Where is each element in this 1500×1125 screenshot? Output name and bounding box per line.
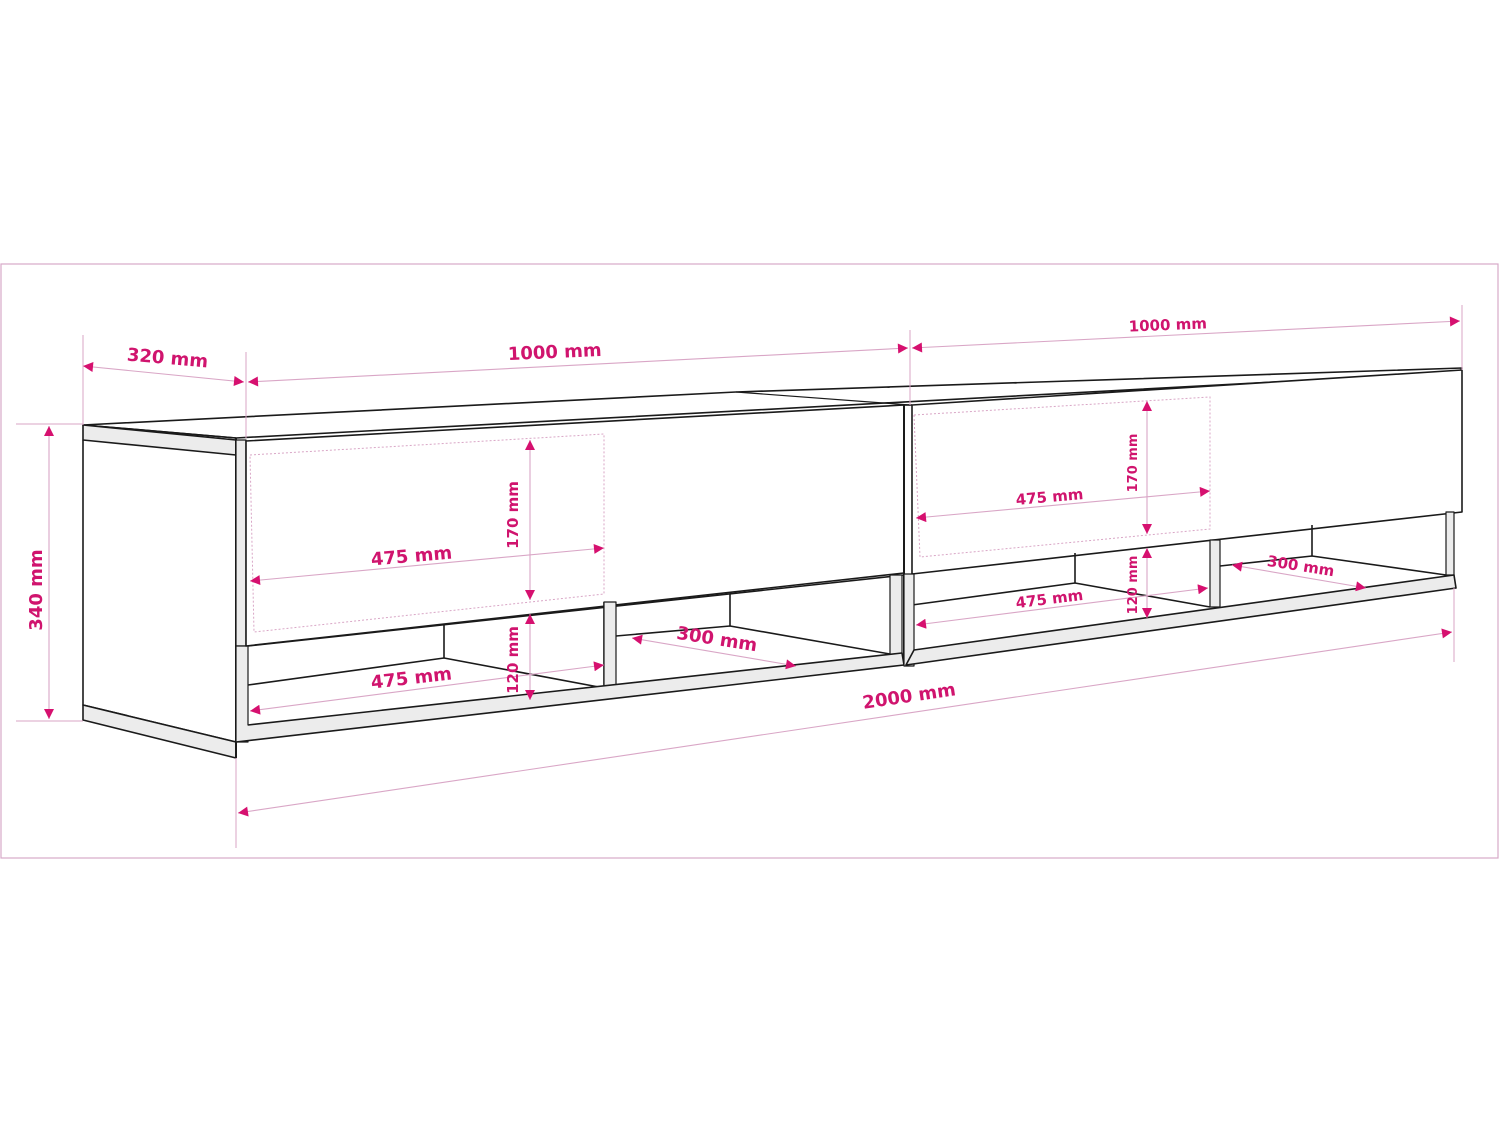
left-shelf-width-label: 475 mm	[370, 663, 453, 693]
right-compartment-depth-label: 300 mm	[1266, 552, 1336, 580]
extension-lines	[16, 305, 1463, 848]
right-flap-height-label: 170 mm	[1126, 434, 1141, 493]
depth-label: 320 mm	[126, 345, 209, 373]
right-flap-width-label: 475 mm	[1015, 485, 1084, 509]
dimension-lines	[44, 316, 1461, 817]
left-flap-height-label: 170 mm	[504, 481, 522, 549]
cabinet-body	[82, 367, 1463, 759]
drawing-frame	[0, 263, 1499, 859]
total-width-label: 2000 mm	[861, 679, 957, 713]
dimension-labels: 320 mm 1000 mm 1000 mm 340 mm 2000 mm 47…	[26, 314, 1336, 713]
left-module-width-label: 1000 mm	[507, 340, 602, 365]
height-label: 340 mm	[26, 549, 47, 630]
right-module-width-label: 1000 mm	[1128, 314, 1207, 335]
left-shelf-height-label: 120 mm	[504, 626, 522, 694]
right-shelf-height-label: 120 mm	[1126, 556, 1141, 615]
